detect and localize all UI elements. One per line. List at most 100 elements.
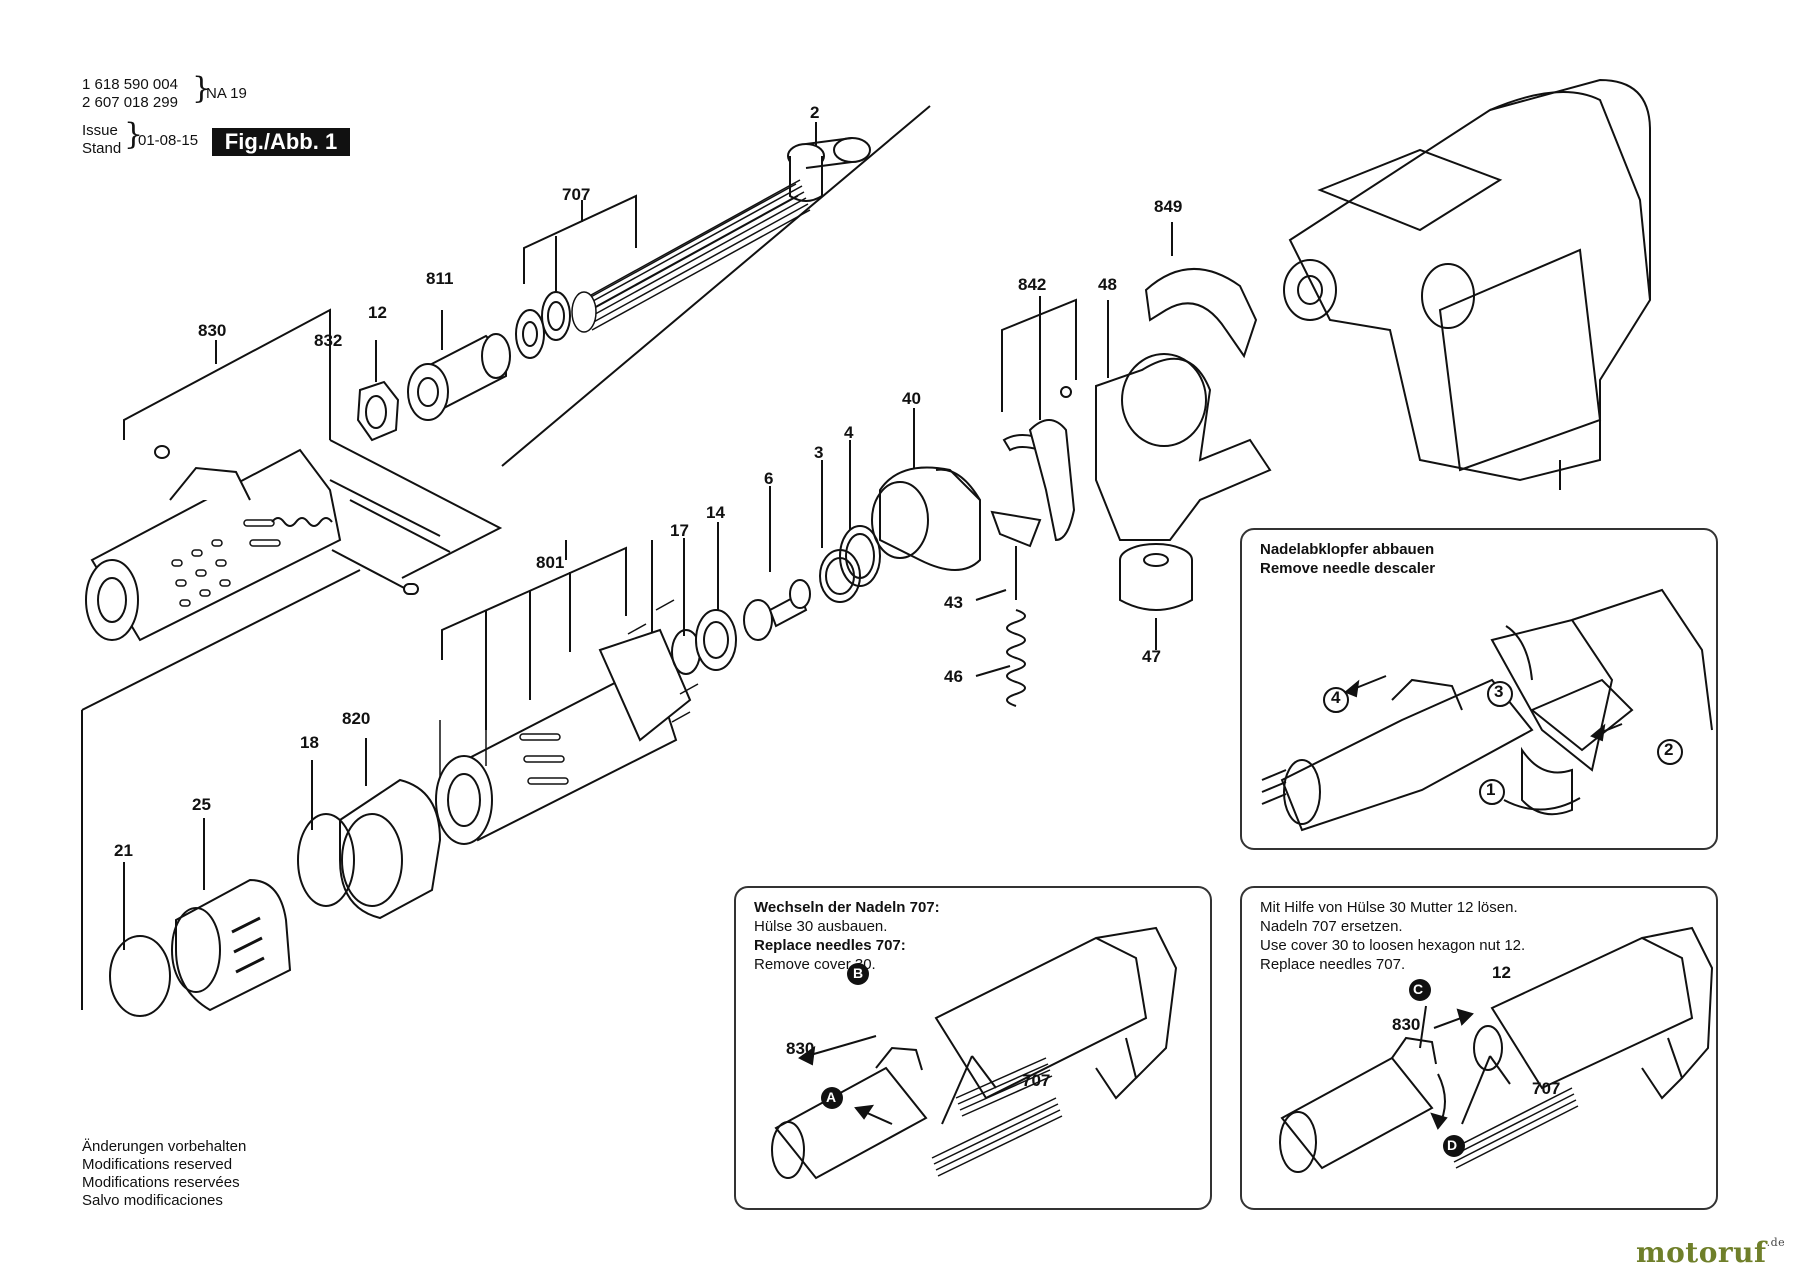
footer-line-en: Modifications reserved [82, 1156, 233, 1173]
inset-title-en: Remove needle descaler [1260, 560, 1436, 577]
footer-line-fr: Modifications reservées [82, 1174, 240, 1191]
marker-d-label: D [1447, 1137, 1458, 1153]
part-disc-707 [515, 291, 571, 359]
part-number-2: 2 607 018 299 [82, 94, 178, 111]
marker-b [847, 963, 869, 985]
inset-descaler-drawing [1261, 588, 1713, 832]
inset2-line4: Remove cover 30. [754, 956, 876, 973]
part-clamp-40 [871, 466, 981, 571]
bracket-830-832 [123, 308, 331, 440]
callout-40: 40 [902, 389, 921, 408]
inset2-line3: Replace needles 707: [754, 937, 906, 954]
callout-18: 18 [300, 733, 319, 752]
part-ring-4 [839, 525, 881, 587]
inset-remove-descaler: Nadelabklopfer abbauen Remove needle des… [1240, 528, 1718, 850]
part-lever-43 [990, 510, 1042, 600]
part-ring-14 [695, 609, 737, 671]
part-needles-707 [571, 179, 811, 333]
inset-loosen-nut: Mit Hilfe von Hülse 30 Mutter 12 lösen. … [1240, 886, 1718, 1210]
footer-line-es: Salvo modificaciones [82, 1192, 223, 1209]
logo-suffix: .de [1766, 1236, 1786, 1249]
inset2-line1: Wechseln der Nadeln 707: [754, 899, 940, 916]
callout-811: 811 [426, 269, 454, 288]
part-body-830 [85, 445, 419, 642]
part-housing-801 [435, 599, 699, 845]
part-support-48 [1095, 353, 1272, 541]
step-3 [1487, 681, 1513, 707]
inset3-callout-707: 707 [1532, 1079, 1561, 1098]
inset2-callout-830: 830 [786, 1039, 815, 1058]
callout-25: 25 [192, 795, 211, 814]
figure-label: Fig./Abb. 1 [212, 128, 350, 156]
marker-b-label: B [853, 965, 864, 981]
step-2 [1657, 739, 1683, 765]
site-logo[interactable]: motoruf.de [1636, 1236, 1785, 1269]
inset3-callout-830: 830 [1392, 1015, 1421, 1034]
part-ring-18 [297, 813, 355, 907]
inset2-callout-707: 707 [1022, 1071, 1051, 1090]
callout-2: 2 [810, 103, 820, 122]
callout-707: 707 [562, 185, 591, 204]
tool-hammer [1283, 78, 1652, 490]
brace: } [192, 71, 212, 106]
step-2-label: 2 [1664, 740, 1674, 759]
callout-48: 48 [1098, 275, 1117, 294]
part-knob-47 [1119, 543, 1193, 611]
callout-4: 4 [844, 423, 854, 442]
callout-14: 14 [706, 503, 725, 522]
part-piston-6 [743, 579, 811, 641]
footer-notice: Änderungen vorbehalten Modifications res… [82, 1138, 246, 1210]
inset-cover-drawing [1279, 926, 1714, 1173]
callout-820: 820 [342, 709, 371, 728]
part-sleeve-811 [407, 333, 511, 421]
callout-12: 12 [368, 303, 387, 322]
marker-c-label: C [1413, 981, 1424, 997]
part-clip-849 [1144, 267, 1258, 359]
inset-title-de: Nadelabklopfer abbauen [1260, 541, 1435, 558]
bracket-707 [523, 194, 637, 284]
brace: } [124, 117, 144, 152]
model-label: NA 19 [206, 85, 247, 102]
callout-43: 43 [944, 593, 963, 612]
callout-832: 832 [314, 331, 343, 350]
marker-a-label: A [826, 1089, 837, 1105]
part-sleeve-25 [171, 878, 292, 1012]
part-ring-21 [109, 935, 171, 1017]
part-ring-820 [339, 778, 442, 920]
step-3-label: 3 [1494, 682, 1504, 701]
part-spring-46 [1006, 609, 1026, 707]
step-4 [1323, 687, 1349, 713]
inset2-line2: Hülse 30 ausbauen. [754, 918, 888, 935]
stand-label: Stand [82, 140, 122, 157]
footer-line-de: Änderungen vorbehalten [82, 1138, 247, 1155]
bracket-line [329, 439, 503, 579]
callout-21: 21 [114, 841, 133, 860]
callout-801: 801 [536, 553, 565, 572]
step-1-label: 1 [1486, 780, 1496, 799]
marker-c [1409, 979, 1431, 1001]
logo-text: motoruf [1636, 1236, 1767, 1269]
inset3-line2: Nadeln 707 ersetzen. [1260, 918, 1403, 935]
guide-line [501, 105, 931, 467]
callout-17: 17 [670, 521, 689, 540]
part-nut-12 [356, 380, 400, 442]
callout-3: 3 [814, 443, 824, 462]
callout-47: 47 [1142, 647, 1161, 666]
step-markers [1323, 681, 1683, 805]
callout-842: 842 [1018, 275, 1047, 294]
inset3-line1: Mit Hilfe von Hülse 30 Mutter 12 lösen. [1260, 899, 1518, 916]
marker-d [1443, 1135, 1465, 1157]
inset3-line4: Replace needles 707. [1260, 956, 1406, 973]
callout-6: 6 [764, 469, 774, 488]
callout-849: 849 [1154, 197, 1183, 216]
bracket-801 [441, 546, 627, 660]
inset3-line3: Use cover 30 to loosen hexagon nut 12. [1260, 937, 1526, 954]
part-number-1: 1 618 590 004 [82, 76, 178, 93]
issue-label: Issue [82, 122, 118, 139]
part-handle-842 [1002, 386, 1076, 542]
inset-replace-needles: Wechseln der Nadeln 707: Hülse 30 ausbau… [734, 886, 1212, 1210]
callout-830: 830 [198, 321, 227, 340]
inset3-callout-12: 12 [1492, 963, 1511, 982]
guide-line [81, 569, 361, 711]
marker-a [821, 1087, 843, 1109]
